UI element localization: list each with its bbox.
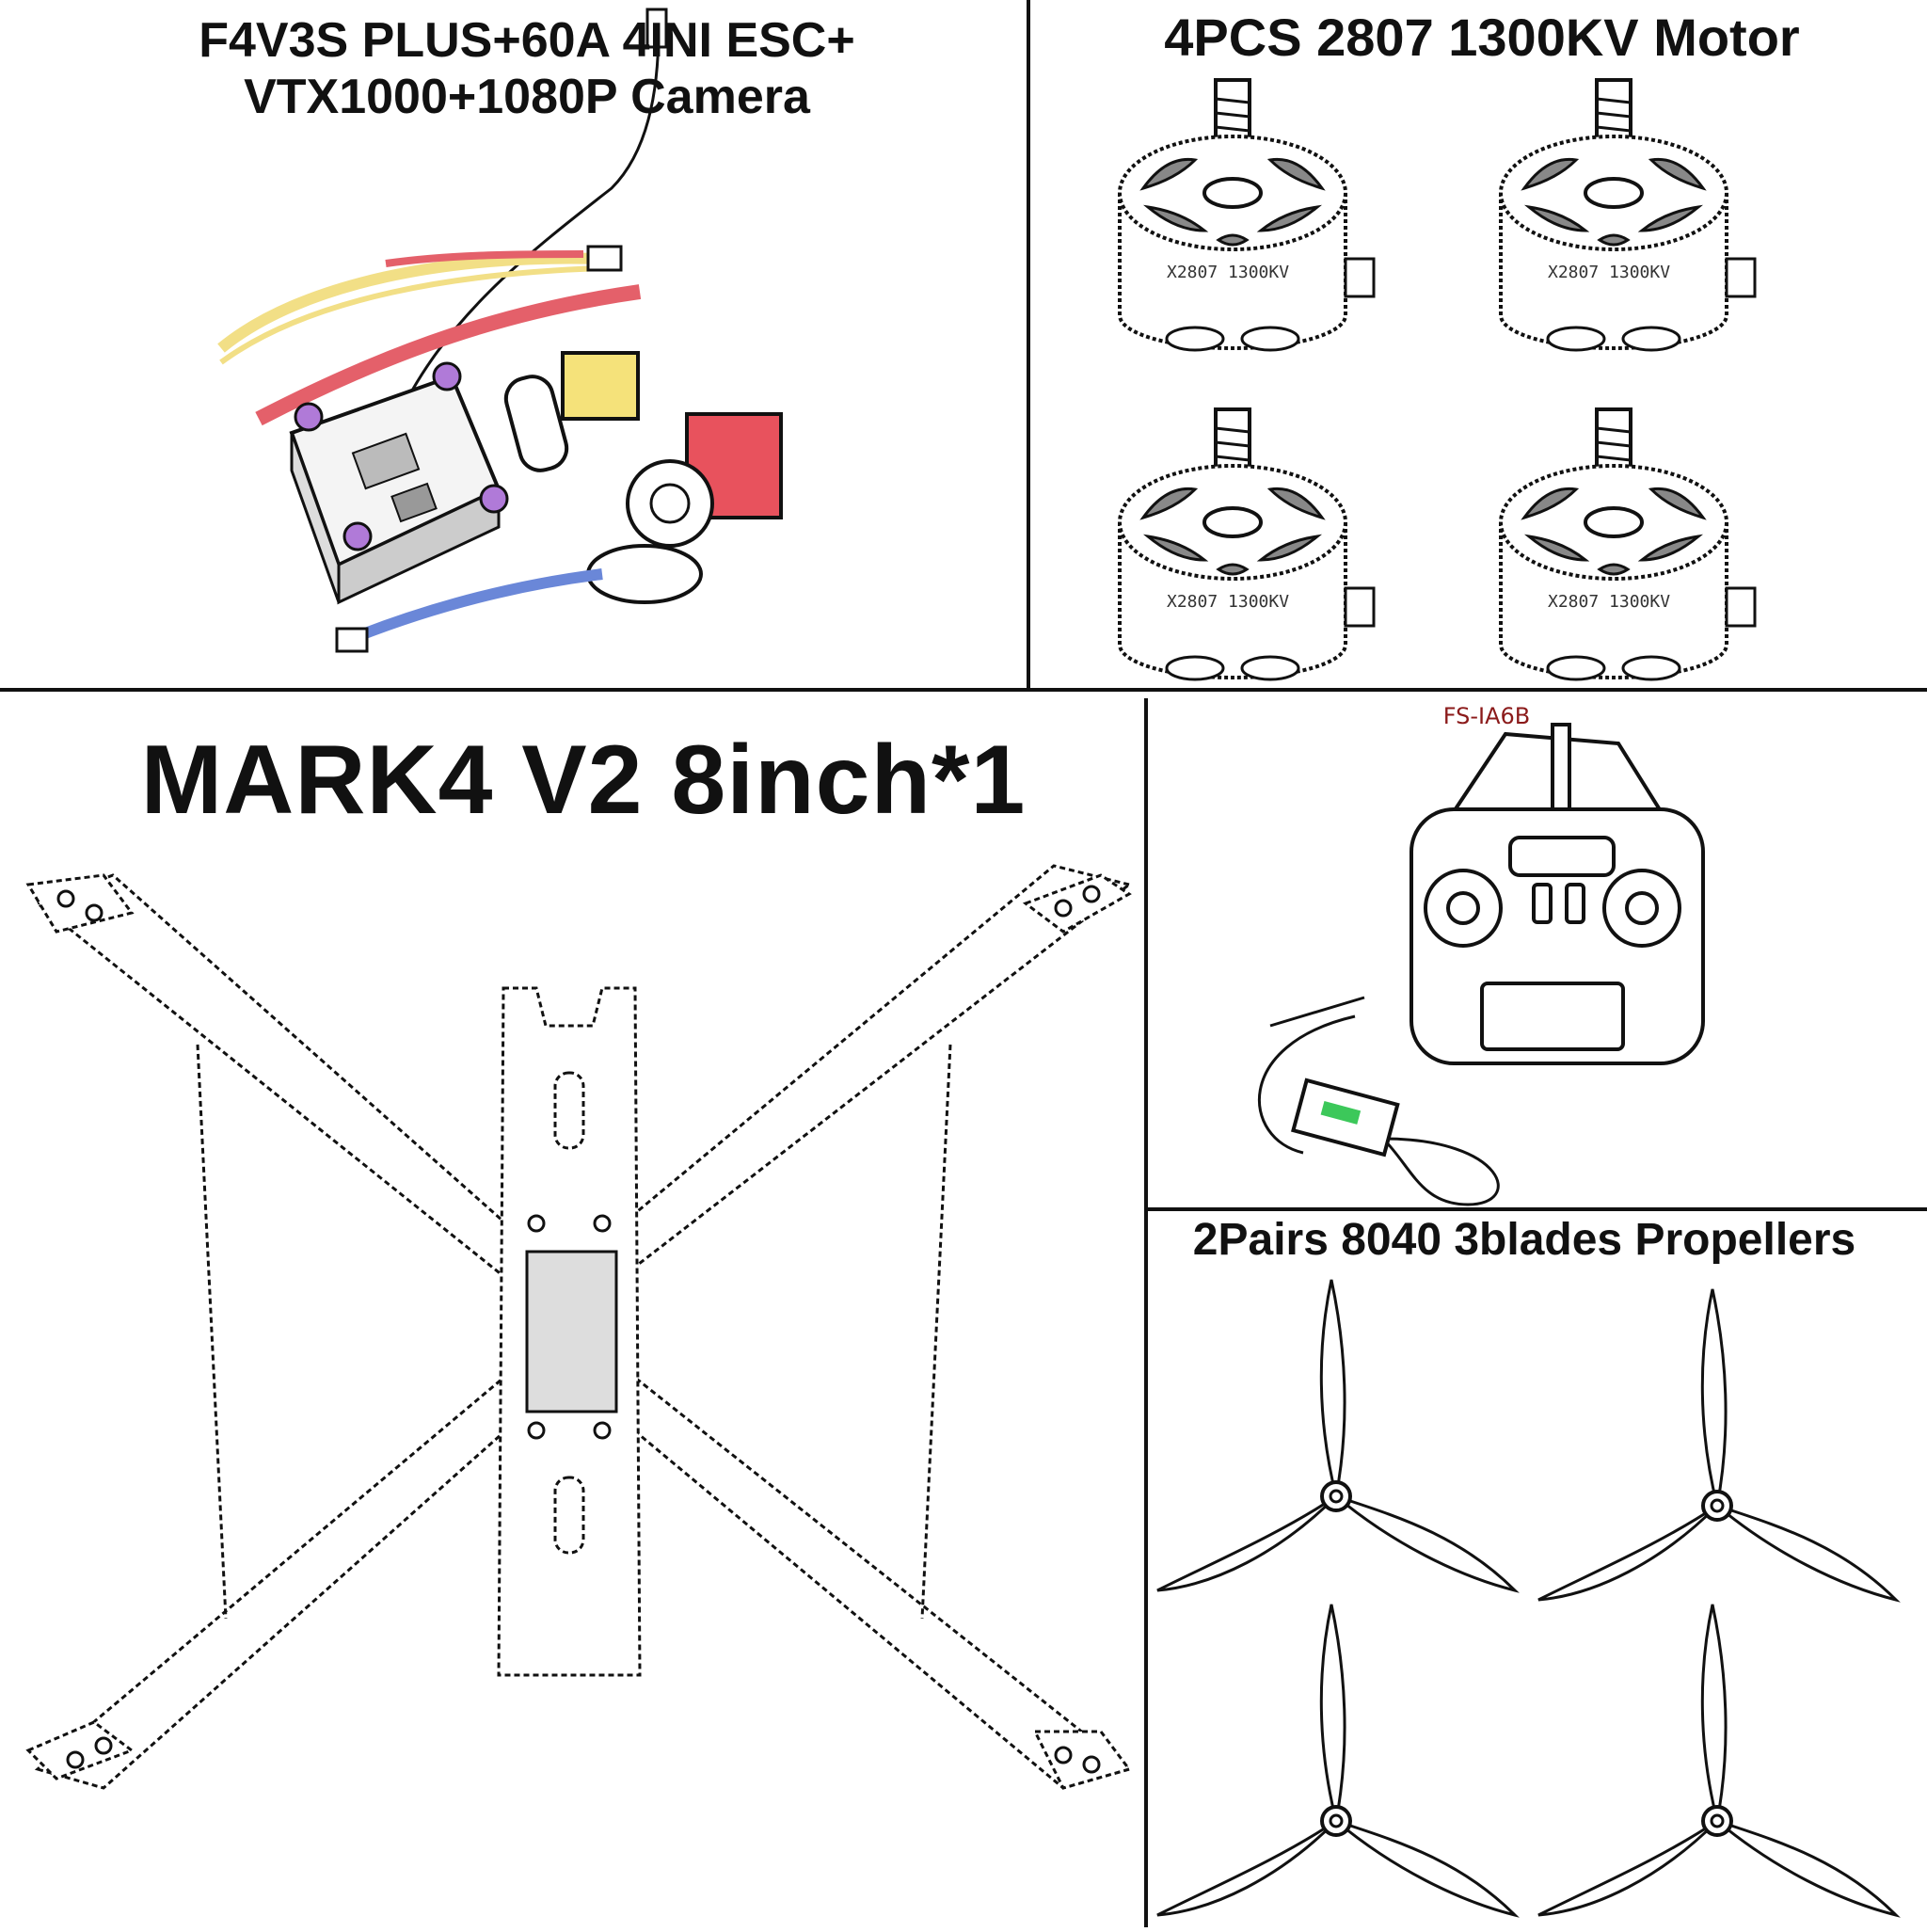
frame-illustration	[25, 864, 1133, 1790]
propeller-2	[1537, 1287, 1898, 1602]
propellers-illustration	[1155, 1278, 1898, 1917]
motor-2	[1499, 78, 1757, 352]
receiver-label: FS-IA6B	[1442, 703, 1531, 729]
propeller-3	[1155, 1603, 1517, 1917]
frame-arm-bottom-left	[34, 1371, 529, 1790]
flight-controller-stack	[289, 361, 509, 605]
xt60-connector	[561, 351, 640, 421]
yellow-wires	[217, 252, 603, 353]
camera-body	[685, 412, 783, 519]
frame-title: MARK4 V2 8inch*1	[140, 726, 1027, 835]
antenna-tip	[645, 8, 668, 49]
motors-title: 4PCS 2807 1300KV Motor	[1164, 8, 1800, 67]
frame-arm-bottom-right	[610, 1371, 1133, 1790]
camera-mount	[586, 544, 703, 604]
motor-3	[1118, 407, 1376, 681]
capacitor	[503, 375, 569, 472]
receiver-led	[1320, 1101, 1362, 1125]
motor-1	[1118, 78, 1376, 352]
esc-stack-title: F4V3S PLUS+60A 4INI ESC+ VTX1000+1080P C…	[199, 13, 855, 124]
esc-stack-illustration	[217, 8, 783, 653]
motor-4	[1499, 407, 1757, 681]
propeller-1	[1155, 1278, 1517, 1592]
frame-arm-top-left	[35, 873, 529, 1283]
frame-battery-pad	[525, 1250, 618, 1413]
red-wires	[255, 284, 642, 426]
receiver-antenna	[1257, 1014, 1356, 1155]
transmitter-screen	[1480, 982, 1625, 1051]
propeller-4	[1537, 1603, 1898, 1917]
frame-mount-holes	[56, 885, 1101, 1774]
transmitter-antenna	[1551, 723, 1571, 811]
propellers-title: 2Pairs 8040 3blades Propellers	[1192, 1215, 1856, 1265]
motors-illustration	[1118, 78, 1757, 681]
blue-wires	[345, 568, 603, 646]
wire-connector	[586, 245, 623, 272]
frame-arm-top-right	[610, 864, 1133, 1273]
radio-illustration	[1257, 723, 1705, 1206]
standoff-purple	[294, 402, 324, 432]
